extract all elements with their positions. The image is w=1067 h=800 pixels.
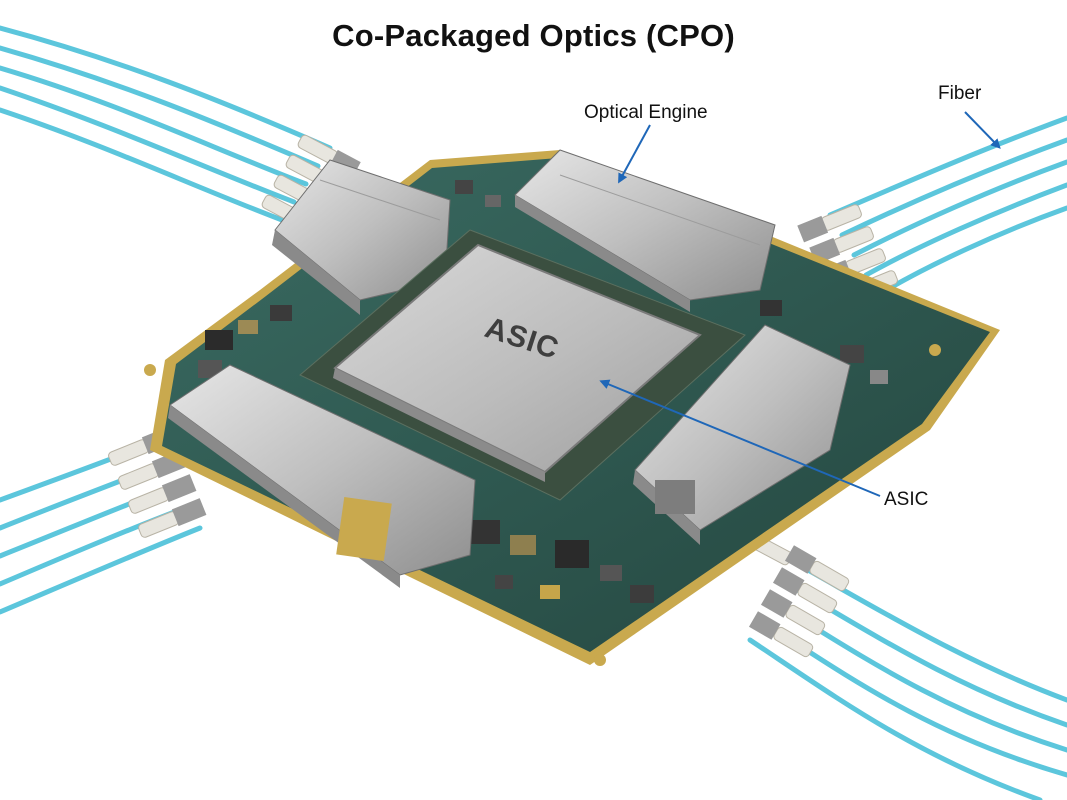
- arrow-fiber: [964, 111, 1001, 149]
- fiber-bundle-top-left: [0, 25, 333, 223]
- asic-package: [299, 229, 746, 501]
- label-optical-engine: Optical Engine: [584, 102, 708, 123]
- optical-engine-bottom-right: [633, 324, 851, 545]
- label-asic-callout: ASIC: [884, 489, 929, 510]
- label-fiber: Fiber: [938, 83, 982, 104]
- optical-engine-top-left: [272, 159, 451, 315]
- pcb-components: [144, 180, 941, 666]
- diagram-title: Co-Packaged Optics (CPO): [332, 18, 735, 53]
- optical-engine-top-right: [514, 149, 776, 312]
- callout-arrows: [599, 111, 1001, 497]
- arrow-asic: [599, 379, 881, 497]
- fiber-bundle-bottom-right: [747, 557, 1067, 800]
- optical-engine-bottom-left: [168, 364, 476, 588]
- fiber-bundle-top-right: [827, 115, 1067, 298]
- arrow-optical-engine: [618, 124, 651, 184]
